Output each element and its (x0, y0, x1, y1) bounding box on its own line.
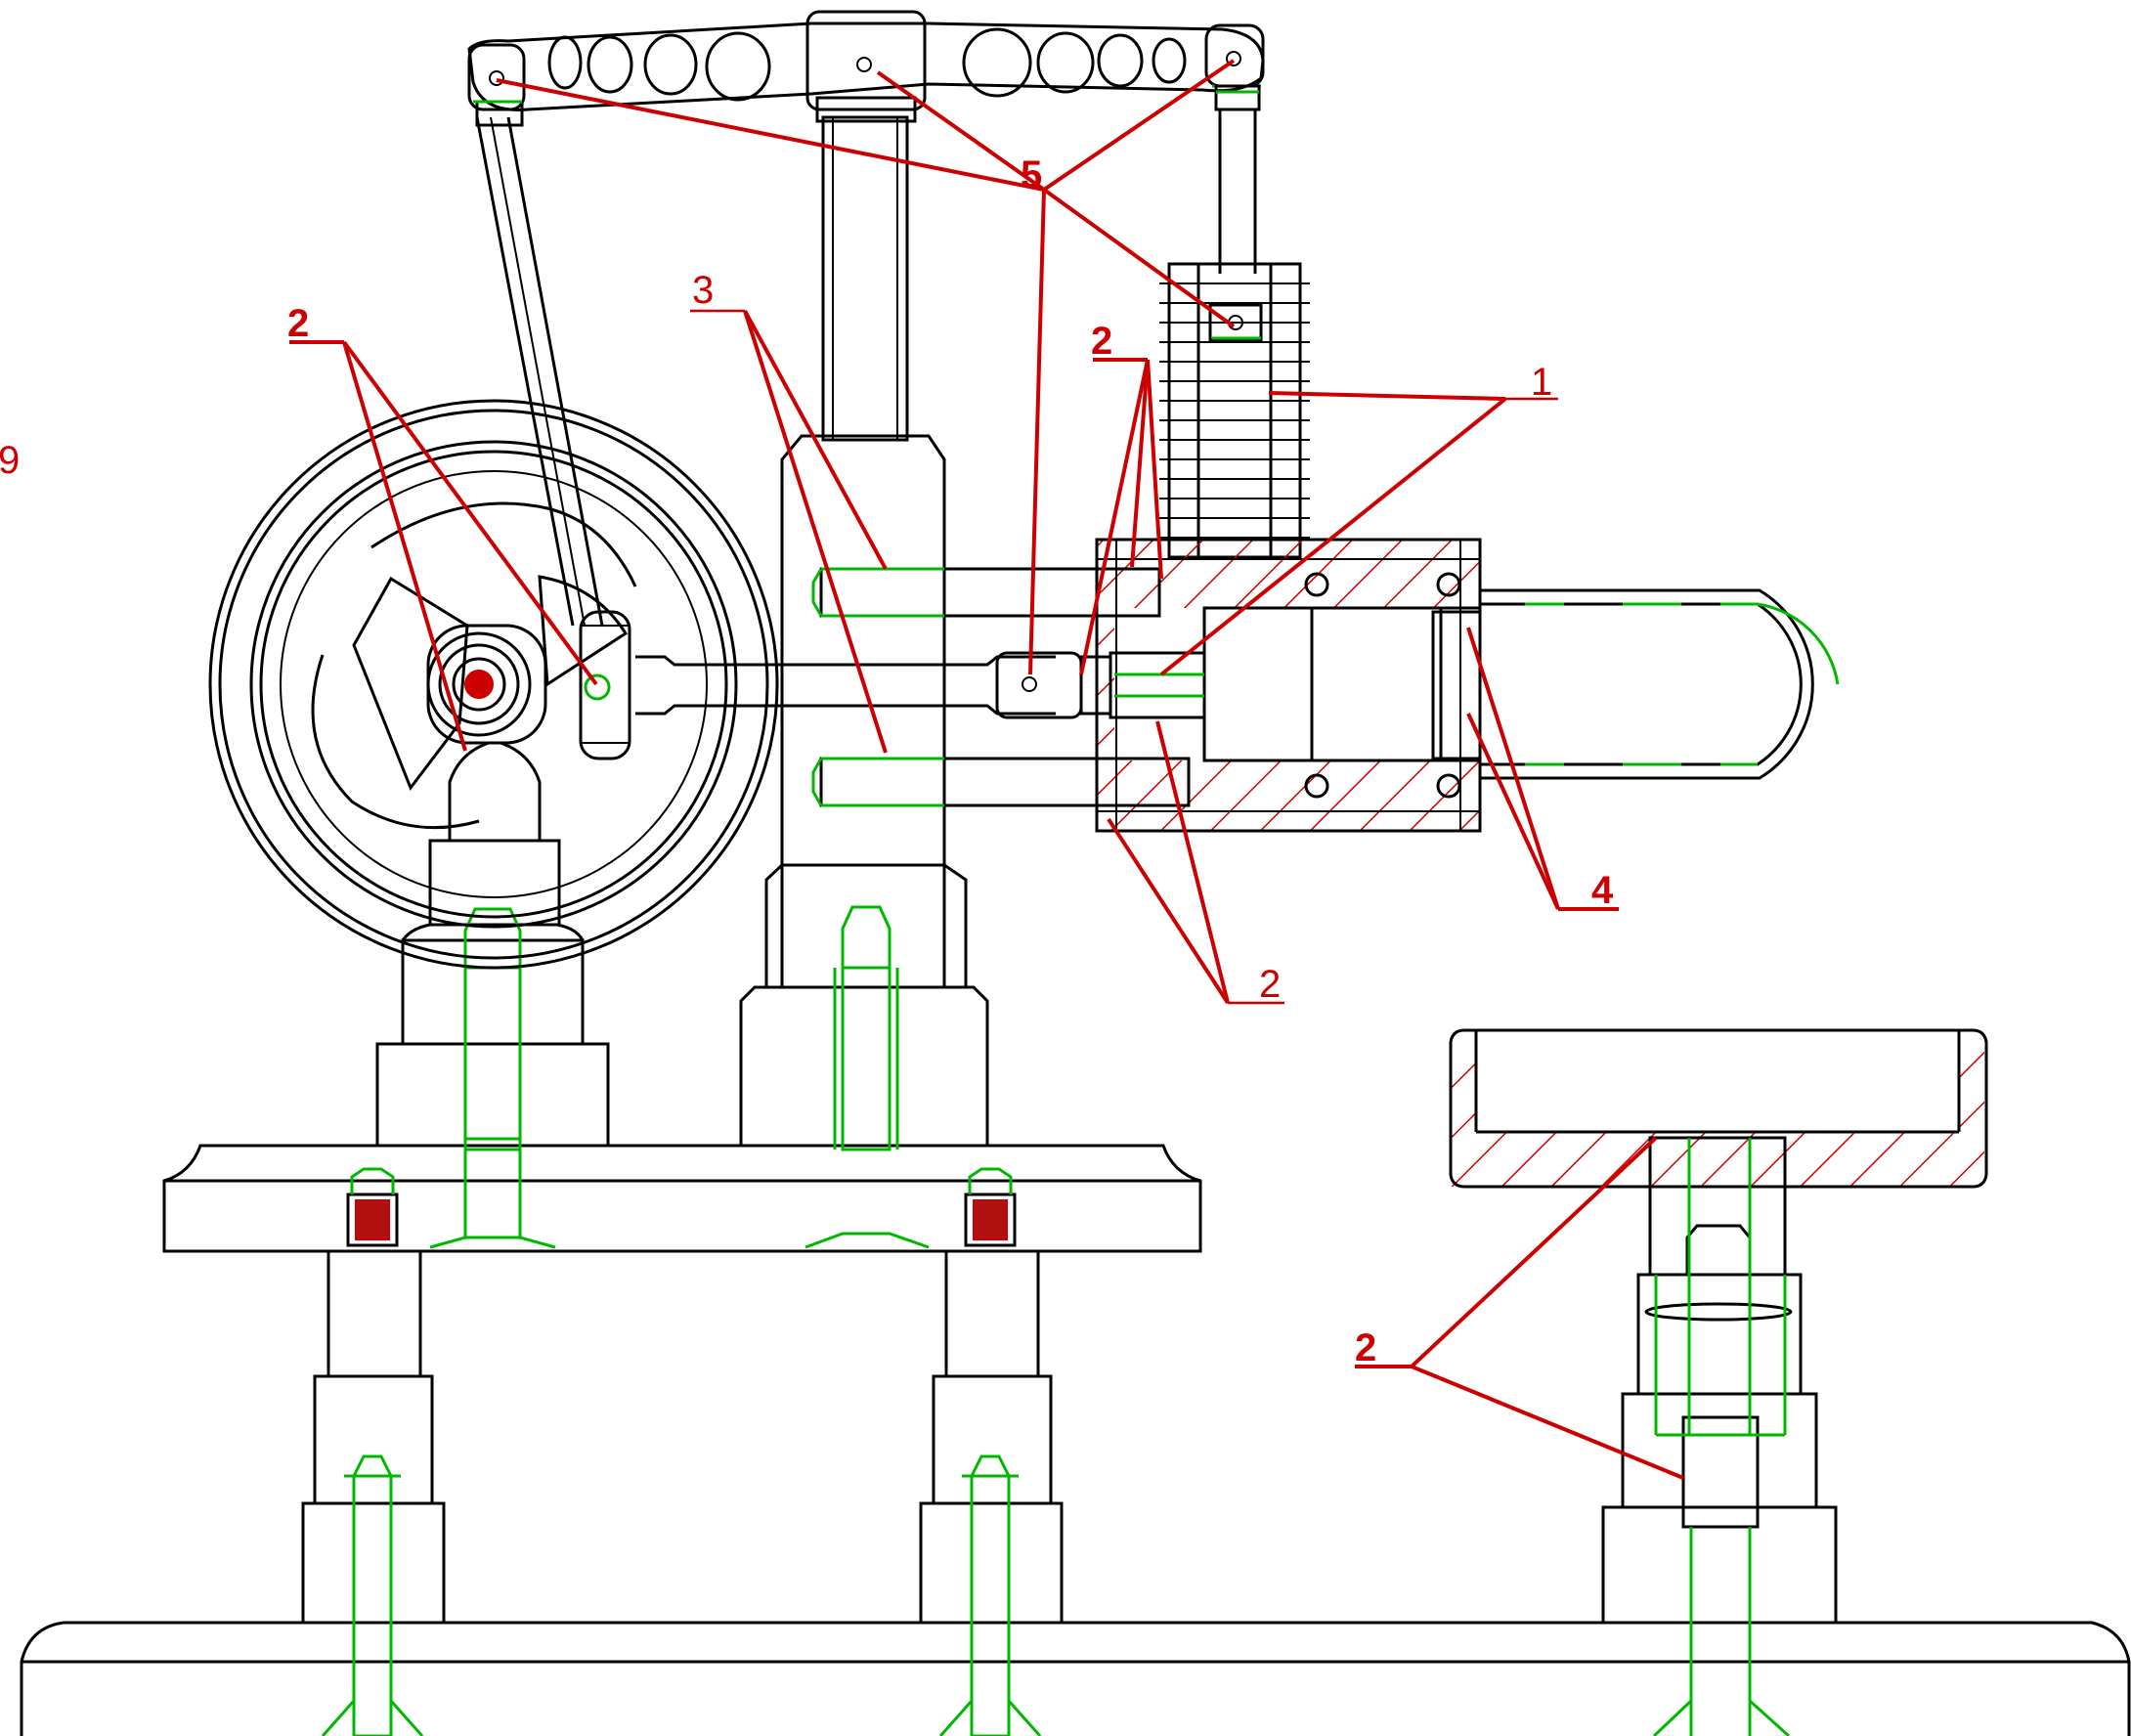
callout-2-lower-label: 2 (1259, 963, 1281, 1006)
beam-column (739, 115, 989, 1249)
callout-5-label: 5 (1021, 153, 1042, 196)
leader-lines (289, 59, 1684, 1480)
platform-screw-left (346, 1167, 399, 1247)
finned-cylinder (1159, 262, 1310, 559)
walking-beam (467, 10, 1265, 123)
callout-2-detail-label: 2 (1355, 1326, 1376, 1369)
tie-bolt-lower (811, 757, 1191, 807)
displacer-cylinder (1095, 538, 1482, 833)
callout-2-flywheel-label: 2 (287, 302, 309, 345)
base-plate (20, 1621, 2131, 1736)
callout-3-label: 3 (692, 269, 714, 312)
support-leg-left (301, 1249, 446, 1736)
detail-view (1449, 1028, 1988, 1736)
callout-2-displacer-label: 2 (1091, 320, 1112, 363)
support-leg-middle (919, 1249, 1064, 1736)
connecting-rod (475, 100, 604, 627)
edge-label: 9 (0, 439, 20, 482)
power-piston-rod (1214, 84, 1261, 274)
glass-tube (1431, 588, 1840, 780)
flywheel-pedestal (375, 741, 610, 1249)
upper-platform (162, 1144, 1202, 1253)
callout-1-label: 1 (1531, 361, 1552, 404)
flywheel (208, 399, 779, 970)
callout-4-label: 4 (1591, 869, 1614, 912)
platform-screw-right (964, 1167, 1017, 1247)
